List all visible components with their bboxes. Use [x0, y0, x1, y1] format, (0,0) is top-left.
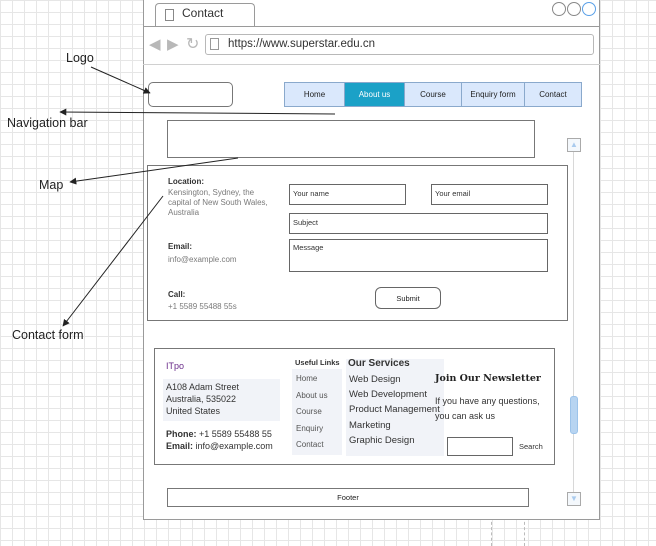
phone-value: +1 5589 55488 55 — [199, 429, 272, 439]
service-item[interactable]: Web Development — [349, 389, 427, 400]
phone-label: Phone: — [166, 429, 197, 439]
scroll-up-button[interactable]: ▲ — [567, 138, 581, 152]
newsletter-search-button[interactable]: Search — [519, 442, 543, 451]
message-field[interactable]: Message — [289, 239, 548, 272]
address-block — [163, 379, 280, 421]
email-value: info@example.com — [195, 441, 273, 451]
tab-title: Contact — [182, 6, 224, 20]
page-icon — [165, 9, 174, 21]
window-control-icon[interactable] — [552, 2, 566, 16]
footer-address: A108 Adam Street Australia, 535022 Unite… — [166, 381, 239, 417]
footer-link-course[interactable]: Course — [296, 407, 322, 416]
logo-placeholder[interactable] — [148, 82, 233, 107]
toolbar-divider — [143, 64, 600, 65]
back-arrow-icon[interactable]: ◀ — [149, 36, 161, 53]
services-block — [346, 359, 444, 456]
call-value: +1 5589 55488 55s — [168, 302, 237, 311]
scrollbar-thumb[interactable] — [570, 396, 578, 434]
name-field[interactable]: Your name — [289, 184, 406, 205]
location-value: Kensington, Sydney, the capital of New S… — [168, 188, 268, 217]
address-line: Australia, 535022 — [166, 394, 237, 404]
guide-line — [524, 506, 525, 546]
nav-item-course[interactable]: Course — [405, 83, 462, 106]
service-item[interactable]: Product Management — [349, 404, 440, 415]
nav-item-about-us[interactable]: About us — [345, 83, 405, 106]
location-label: Location: — [168, 177, 204, 186]
annotation-navigation-bar: Navigation bar — [7, 116, 88, 130]
chevron-up-icon: ▲ — [570, 140, 578, 149]
email-label: Email: — [168, 242, 193, 251]
subject-field[interactable]: Subject — [289, 213, 548, 234]
address-bar[interactable] — [205, 34, 594, 55]
footer-link-about-us[interactable]: About us — [296, 391, 328, 400]
email-value: info@example.com — [168, 255, 237, 264]
service-item[interactable]: Graphic Design — [349, 435, 415, 446]
nav-item-home[interactable]: Home — [285, 83, 345, 106]
refresh-icon[interactable]: ↻ — [186, 36, 200, 53]
newsletter-text: If you have any questions, you can ask u… — [435, 394, 540, 424]
guide-line — [491, 506, 492, 546]
nav-item-enquiry-form[interactable]: Enquiry form — [462, 83, 525, 106]
footer-bar: Footer — [167, 488, 529, 507]
page-icon — [210, 38, 219, 50]
window-control-icon[interactable] — [582, 2, 596, 16]
email-field[interactable]: Your email — [431, 184, 548, 205]
service-item[interactable]: Marketing — [349, 420, 391, 431]
address-line: United States — [166, 406, 221, 416]
newsletter-title: Join Our Newsletter — [435, 373, 541, 384]
address-line: A108 Adam Street — [166, 382, 240, 392]
useful-links-title: Useful Links — [295, 358, 340, 367]
logo-arrow — [90, 66, 151, 94]
tab-divider — [143, 26, 600, 27]
newsletter-input[interactable] — [447, 437, 513, 456]
links-block — [292, 369, 342, 455]
forward-arrow-icon[interactable]: ▶ — [167, 36, 179, 53]
footer-link-enquiry[interactable]: Enquiry — [296, 424, 324, 433]
newsletter-line: you can ask us — [435, 411, 496, 421]
newsletter-line: If you have any questions, — [435, 396, 540, 406]
scrollbar-track[interactable] — [573, 152, 574, 492]
annotation-map: Map — [39, 178, 64, 192]
nav-item-contact[interactable]: Contact — [539, 90, 567, 99]
footer-link-home[interactable]: Home — [296, 374, 318, 383]
annotation-contact-form: Contact form — [12, 328, 84, 342]
scroll-down-button[interactable]: ▼ — [567, 492, 581, 506]
footer-contact: Phone: +1 5589 55488 55 Email: info@exam… — [166, 428, 273, 452]
navigation-bar: Home About us Course Enquiry form Contac… — [284, 82, 582, 107]
email-label: Email: — [166, 441, 194, 451]
map-placeholder — [167, 120, 535, 158]
service-item[interactable]: Web Design — [349, 374, 401, 385]
services-title: Our Services — [348, 358, 410, 369]
submit-button[interactable]: Submit — [375, 287, 441, 309]
chevron-down-icon: ▼ — [570, 494, 578, 503]
footer-brand: ITpo — [166, 361, 185, 371]
annotation-logo: Logo — [66, 51, 94, 65]
url-text[interactable]: https://www.superstar.edu.cn — [228, 38, 376, 50]
call-label: Call: — [168, 290, 186, 299]
window-control-icon[interactable] — [567, 2, 581, 16]
footer-link-contact[interactable]: Contact — [296, 440, 324, 449]
